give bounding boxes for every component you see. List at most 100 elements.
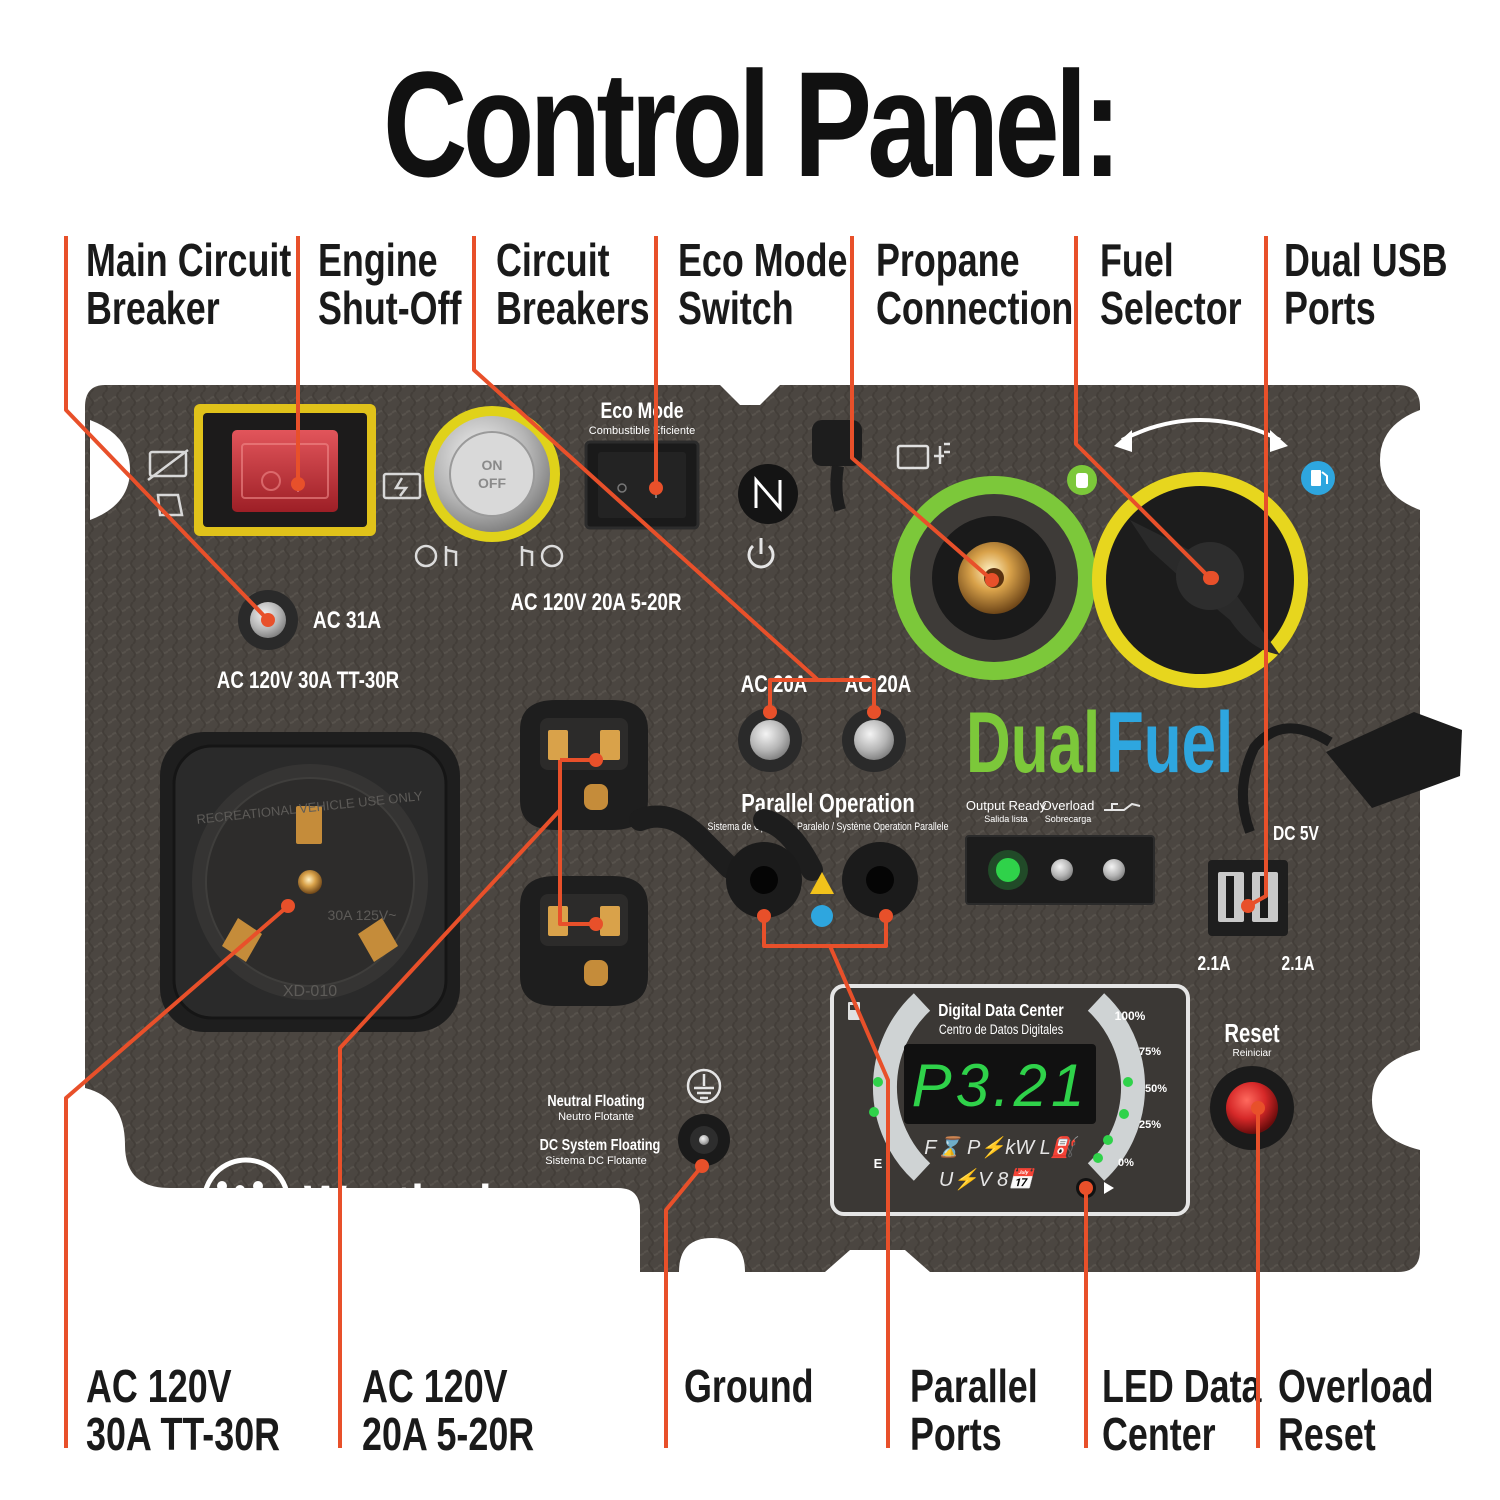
callout-line: Selector — [1100, 282, 1242, 334]
callout-line: Engine — [318, 234, 438, 286]
callout-line: Overload — [1278, 1360, 1434, 1412]
battery-plug-icon — [896, 442, 950, 470]
callout-line: LED Data — [1102, 1360, 1262, 1412]
start-stop-button[interactable]: ON OFF — [424, 406, 560, 542]
neutral-floating-label: Neutral Floating — [547, 1093, 644, 1111]
callout-line: Switch — [678, 282, 794, 334]
ac-120v-20a-label: AC 120V 20A 5-20R — [511, 589, 682, 616]
dual-text: Dual — [966, 694, 1100, 790]
usb-left-amperage: 2.1A — [1198, 952, 1231, 974]
reset-sublabel: Reiniciar — [1233, 1048, 1273, 1059]
battery-charge-icon — [382, 472, 422, 500]
callout-parallel-ports: Parallel Ports — [910, 1362, 1038, 1458]
callout-line: Reset — [1278, 1408, 1376, 1460]
leader-propane — [850, 236, 994, 582]
ac-20a-outlet-bottom[interactable] — [520, 876, 648, 1006]
leader-lines — [64, 236, 1268, 1448]
pct-100-label: 100% — [1115, 1009, 1146, 1023]
parallel-port-right[interactable] — [842, 842, 918, 918]
callout-line: Ports — [910, 1408, 1002, 1460]
data-center-title: Digital Data Center — [938, 1000, 1064, 1020]
ac-31a-label: AC 31A — [313, 606, 382, 634]
callout-line: 30A TT-30R — [86, 1408, 281, 1460]
callout-propane-connection: Propane Connection — [876, 236, 1073, 332]
leader-circuit-breakers — [472, 236, 876, 712]
callout-engine-shutoff: Engine Shut-Off — [318, 236, 461, 332]
warning-icon — [810, 872, 834, 927]
arrow-head-left — [1114, 430, 1132, 452]
pct-75-label: 75% — [1139, 1046, 1161, 1058]
callout-line: AC 120V — [362, 1360, 508, 1412]
gasoline-pump-icon — [1301, 461, 1335, 495]
power-icon — [747, 538, 775, 569]
callout-line: Fuel — [1100, 234, 1174, 286]
leader-30a — [64, 904, 290, 1448]
circuit-breaker-right[interactable] — [842, 708, 906, 772]
overload-sublabel: Sobrecarga — [1045, 814, 1092, 824]
leader-fuel-selector — [1074, 236, 1212, 580]
selector-arc-arrow — [1121, 418, 1281, 442]
callout-circuit-breakers: Circuit Breakers — [496, 236, 650, 332]
propane-tank-icon — [1067, 465, 1097, 495]
callout-line: Center — [1102, 1408, 1216, 1460]
neutral-floating-sublabel: Neutro Flotante — [558, 1111, 634, 1123]
propane-cap-strap — [812, 420, 862, 512]
page-title: Control Panel: — [382, 40, 1122, 208]
rv-model-text: XD-010 — [283, 983, 337, 1000]
leader-main-breaker — [64, 236, 270, 622]
ac-20a-left-label: AC 20A — [741, 671, 808, 698]
dc-5v-label: DC 5V — [1273, 822, 1319, 844]
callout-dual-usb-ports: Dual USB Ports — [1284, 236, 1447, 332]
engine-shutoff-rocker[interactable] — [194, 404, 376, 536]
dc-floating-sublabel: Sistema DC Flotante — [545, 1155, 646, 1167]
rv-30a-receptacle[interactable] — [160, 732, 460, 1032]
pct-0-label: 0% — [1118, 1157, 1134, 1169]
ground-symbol-icon — [686, 1068, 722, 1104]
westinghouse-wordmark: Westinghouse — [304, 1175, 612, 1240]
callout-line: Main Circuit — [86, 234, 292, 286]
callout-line: Eco Mode — [678, 234, 848, 286]
fuel-gauge-leds — [869, 1077, 1133, 1163]
indicator-led-panel — [965, 835, 1155, 905]
callout-line: Dual USB — [1284, 234, 1448, 286]
oil-can-icon — [1104, 802, 1141, 811]
circuit-breaker-left[interactable] — [738, 708, 802, 772]
pct-50-label: 50% — [1145, 1083, 1167, 1095]
off-label: OFF — [478, 475, 506, 491]
on-label: ON — [482, 457, 503, 473]
gauge-empty-label: E — [874, 1156, 883, 1171]
usb-ports[interactable] — [1208, 860, 1288, 936]
leader-parallel — [762, 916, 890, 1448]
parallel-operation-sublabel: Sistema de Operación Paralelo / Système … — [708, 821, 949, 833]
dc-floating-label: DC System Floating — [540, 1137, 661, 1155]
callout-eco-mode-switch: Eco Mode Switch — [678, 236, 847, 332]
callout-line: Shut-Off — [318, 282, 462, 334]
callout-ac-30a-outlet: AC 120V 30A TT-30R — [86, 1362, 280, 1458]
data-mode-icons-row1: F⌛ P⚡kW L⛽ — [924, 1135, 1079, 1159]
callout-line: Breakers — [496, 282, 650, 334]
ac-20a-right-label: AC 20A — [845, 671, 912, 698]
rv-ratings-text: 30A 125V~ — [328, 907, 397, 923]
ground-terminal[interactable] — [678, 1114, 730, 1166]
ac-20a-outlet-top[interactable] — [520, 700, 648, 830]
callout-overload-reset: Overload Reset — [1278, 1362, 1434, 1458]
pct-25-label: 25% — [1139, 1119, 1161, 1131]
leader-dots — [261, 477, 1265, 1195]
usb-right-amperage: 2.1A — [1282, 952, 1315, 974]
callout-line: Breaker — [86, 282, 220, 334]
fuel-selector-knob[interactable] — [1092, 472, 1308, 688]
callout-line: Parallel — [910, 1360, 1038, 1412]
eco-mode-label: Eco Mode — [600, 399, 683, 423]
callout-led-data-center: LED Data Center — [1102, 1362, 1261, 1458]
usb-cover — [1237, 712, 1462, 834]
westinghouse-logo — [201, 1157, 291, 1247]
callout-line: AC 120V — [86, 1360, 232, 1412]
callout-line: 20A 5-20R — [362, 1408, 535, 1460]
parallel-port-left[interactable] — [726, 842, 802, 918]
callout-line: Propane — [876, 234, 1020, 286]
ac-120v-30a-label: AC 120V 30A TT-30R — [217, 667, 400, 694]
parallel-port-caps — [629, 805, 823, 881]
eco-mode-sublabel: Combustible Eficiente — [589, 425, 695, 437]
